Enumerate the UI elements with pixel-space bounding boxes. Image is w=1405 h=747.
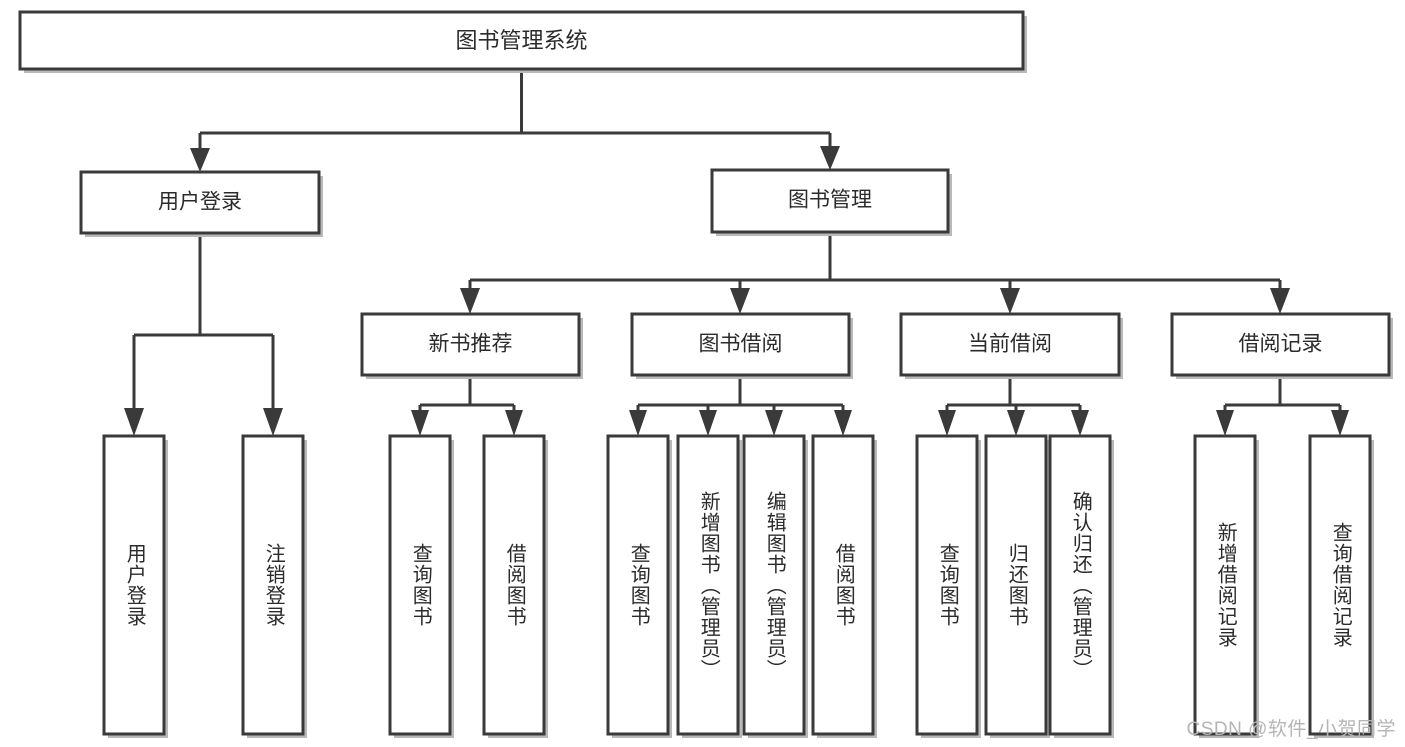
node-new-book-recommend[interactable]: 新书推荐: [360, 312, 583, 379]
leaf-user-login-box[interactable]: [102, 434, 166, 736]
node-book-borrow[interactable]: 图书借阅: [630, 312, 853, 379]
node-new-book-recommend-label: 新书推荐: [429, 333, 513, 356]
arrowhead-currentborrow-leaf-1: [938, 410, 956, 436]
leaf-add-borrow-record-box[interactable]: [1193, 434, 1257, 736]
arrowhead-current-borrow: [1000, 288, 1020, 314]
leaf-return-book[interactable]: [984, 434, 1050, 738]
arrowhead-borrow-record: [1270, 288, 1290, 314]
leaf-borrow-book[interactable]: [811, 434, 877, 738]
arrowhead-book-mgmt: [820, 146, 840, 170]
leaf-add-book-admin-box[interactable]: [676, 434, 740, 736]
leaf-borrow-book-rec-box[interactable]: [482, 434, 546, 736]
arrowhead-borrowrecord-leaf-1: [1216, 410, 1234, 436]
node-book-borrow-label: 图书借阅: [699, 333, 783, 356]
arrowhead-new-book-rec: [460, 288, 480, 314]
leaf-search-book-borrow[interactable]: [606, 434, 672, 738]
node-root-box[interactable]: [18, 10, 1025, 71]
leaf-search-book-borrow-box[interactable]: [606, 434, 670, 736]
leaf-search-book-current-box[interactable]: [915, 434, 979, 736]
connector-group: [124, 69, 1349, 436]
leaf-confirm-return-admin-box[interactable]: [1048, 434, 1112, 736]
arrowhead-bookborrow-leaf-2: [699, 410, 717, 436]
arrowhead-bookborrow-leaf-1: [629, 410, 647, 436]
leaf-search-book-current[interactable]: [915, 434, 981, 738]
arrowhead-newbook-leaf-1: [411, 410, 429, 436]
leaf-logout-box[interactable]: [241, 434, 305, 736]
leaf-add-borrow-record[interactable]: [1193, 434, 1259, 738]
node-borrow-record[interactable]: 借阅记录: [1170, 312, 1393, 379]
arrowhead-leaf-login-1: [124, 408, 144, 436]
leaf-node-group: [102, 434, 1374, 738]
node-new-book-recommend-box[interactable]: [360, 312, 581, 377]
node-root-label: 图书管理系统: [455, 28, 587, 53]
node-current-borrow[interactable]: 当前借阅: [899, 312, 1123, 379]
arrowhead-currentborrow-leaf-3: [1071, 410, 1089, 436]
leaf-borrow-book-rec[interactable]: [482, 434, 548, 738]
arrowhead-newbook-leaf-2: [505, 410, 523, 436]
leaf-edit-book-admin-box[interactable]: [742, 434, 806, 736]
leaf-add-book-admin[interactable]: [676, 434, 742, 738]
leaf-user-login[interactable]: [102, 434, 168, 738]
arrowhead-currentborrow-leaf-2: [1007, 410, 1025, 436]
leaf-borrow-book-box[interactable]: [811, 434, 875, 736]
node-user-login-label: 用户登录: [158, 191, 242, 214]
leaf-logout[interactable]: [241, 434, 307, 738]
leaf-query-borrow-record[interactable]: [1308, 434, 1374, 738]
node-borrow-record-box[interactable]: [1170, 312, 1391, 377]
csdn-watermark: CSDN @软件_小贺同学: [1186, 719, 1396, 740]
node-current-borrow-label: 当前借阅: [968, 333, 1052, 356]
node-book-management-label: 图书管理: [788, 189, 872, 212]
leaf-return-book-box[interactable]: [984, 434, 1048, 736]
node-user-login-box[interactable]: [79, 170, 321, 235]
leaf-query-borrow-record-box[interactable]: [1308, 434, 1372, 736]
node-current-borrow-box[interactable]: [899, 312, 1121, 377]
node-borrow-record-label: 借阅记录: [1239, 333, 1323, 356]
arrowhead-book-borrow: [730, 288, 750, 314]
leaf-search-book-rec-box[interactable]: [388, 434, 452, 736]
arrowhead-user-login: [190, 148, 210, 172]
node-user-login[interactable]: 用户登录: [79, 170, 323, 237]
node-root[interactable]: 图书管理系统: [18, 10, 1027, 73]
arrowhead-bookborrow-leaf-4: [834, 410, 852, 436]
leaf-confirm-return-admin[interactable]: [1048, 434, 1114, 738]
leaf-search-book-rec[interactable]: [388, 434, 454, 738]
node-book-borrow-box[interactable]: [630, 312, 851, 377]
arrowhead-leaf-login-2: [263, 408, 283, 436]
node-book-management-box[interactable]: [710, 168, 950, 234]
leaf-edit-book-admin[interactable]: [742, 434, 808, 738]
arrowhead-bookborrow-leaf-3: [765, 410, 783, 436]
node-book-management[interactable]: 图书管理: [710, 168, 952, 236]
arrowhead-borrowrecord-leaf-2: [1331, 410, 1349, 436]
